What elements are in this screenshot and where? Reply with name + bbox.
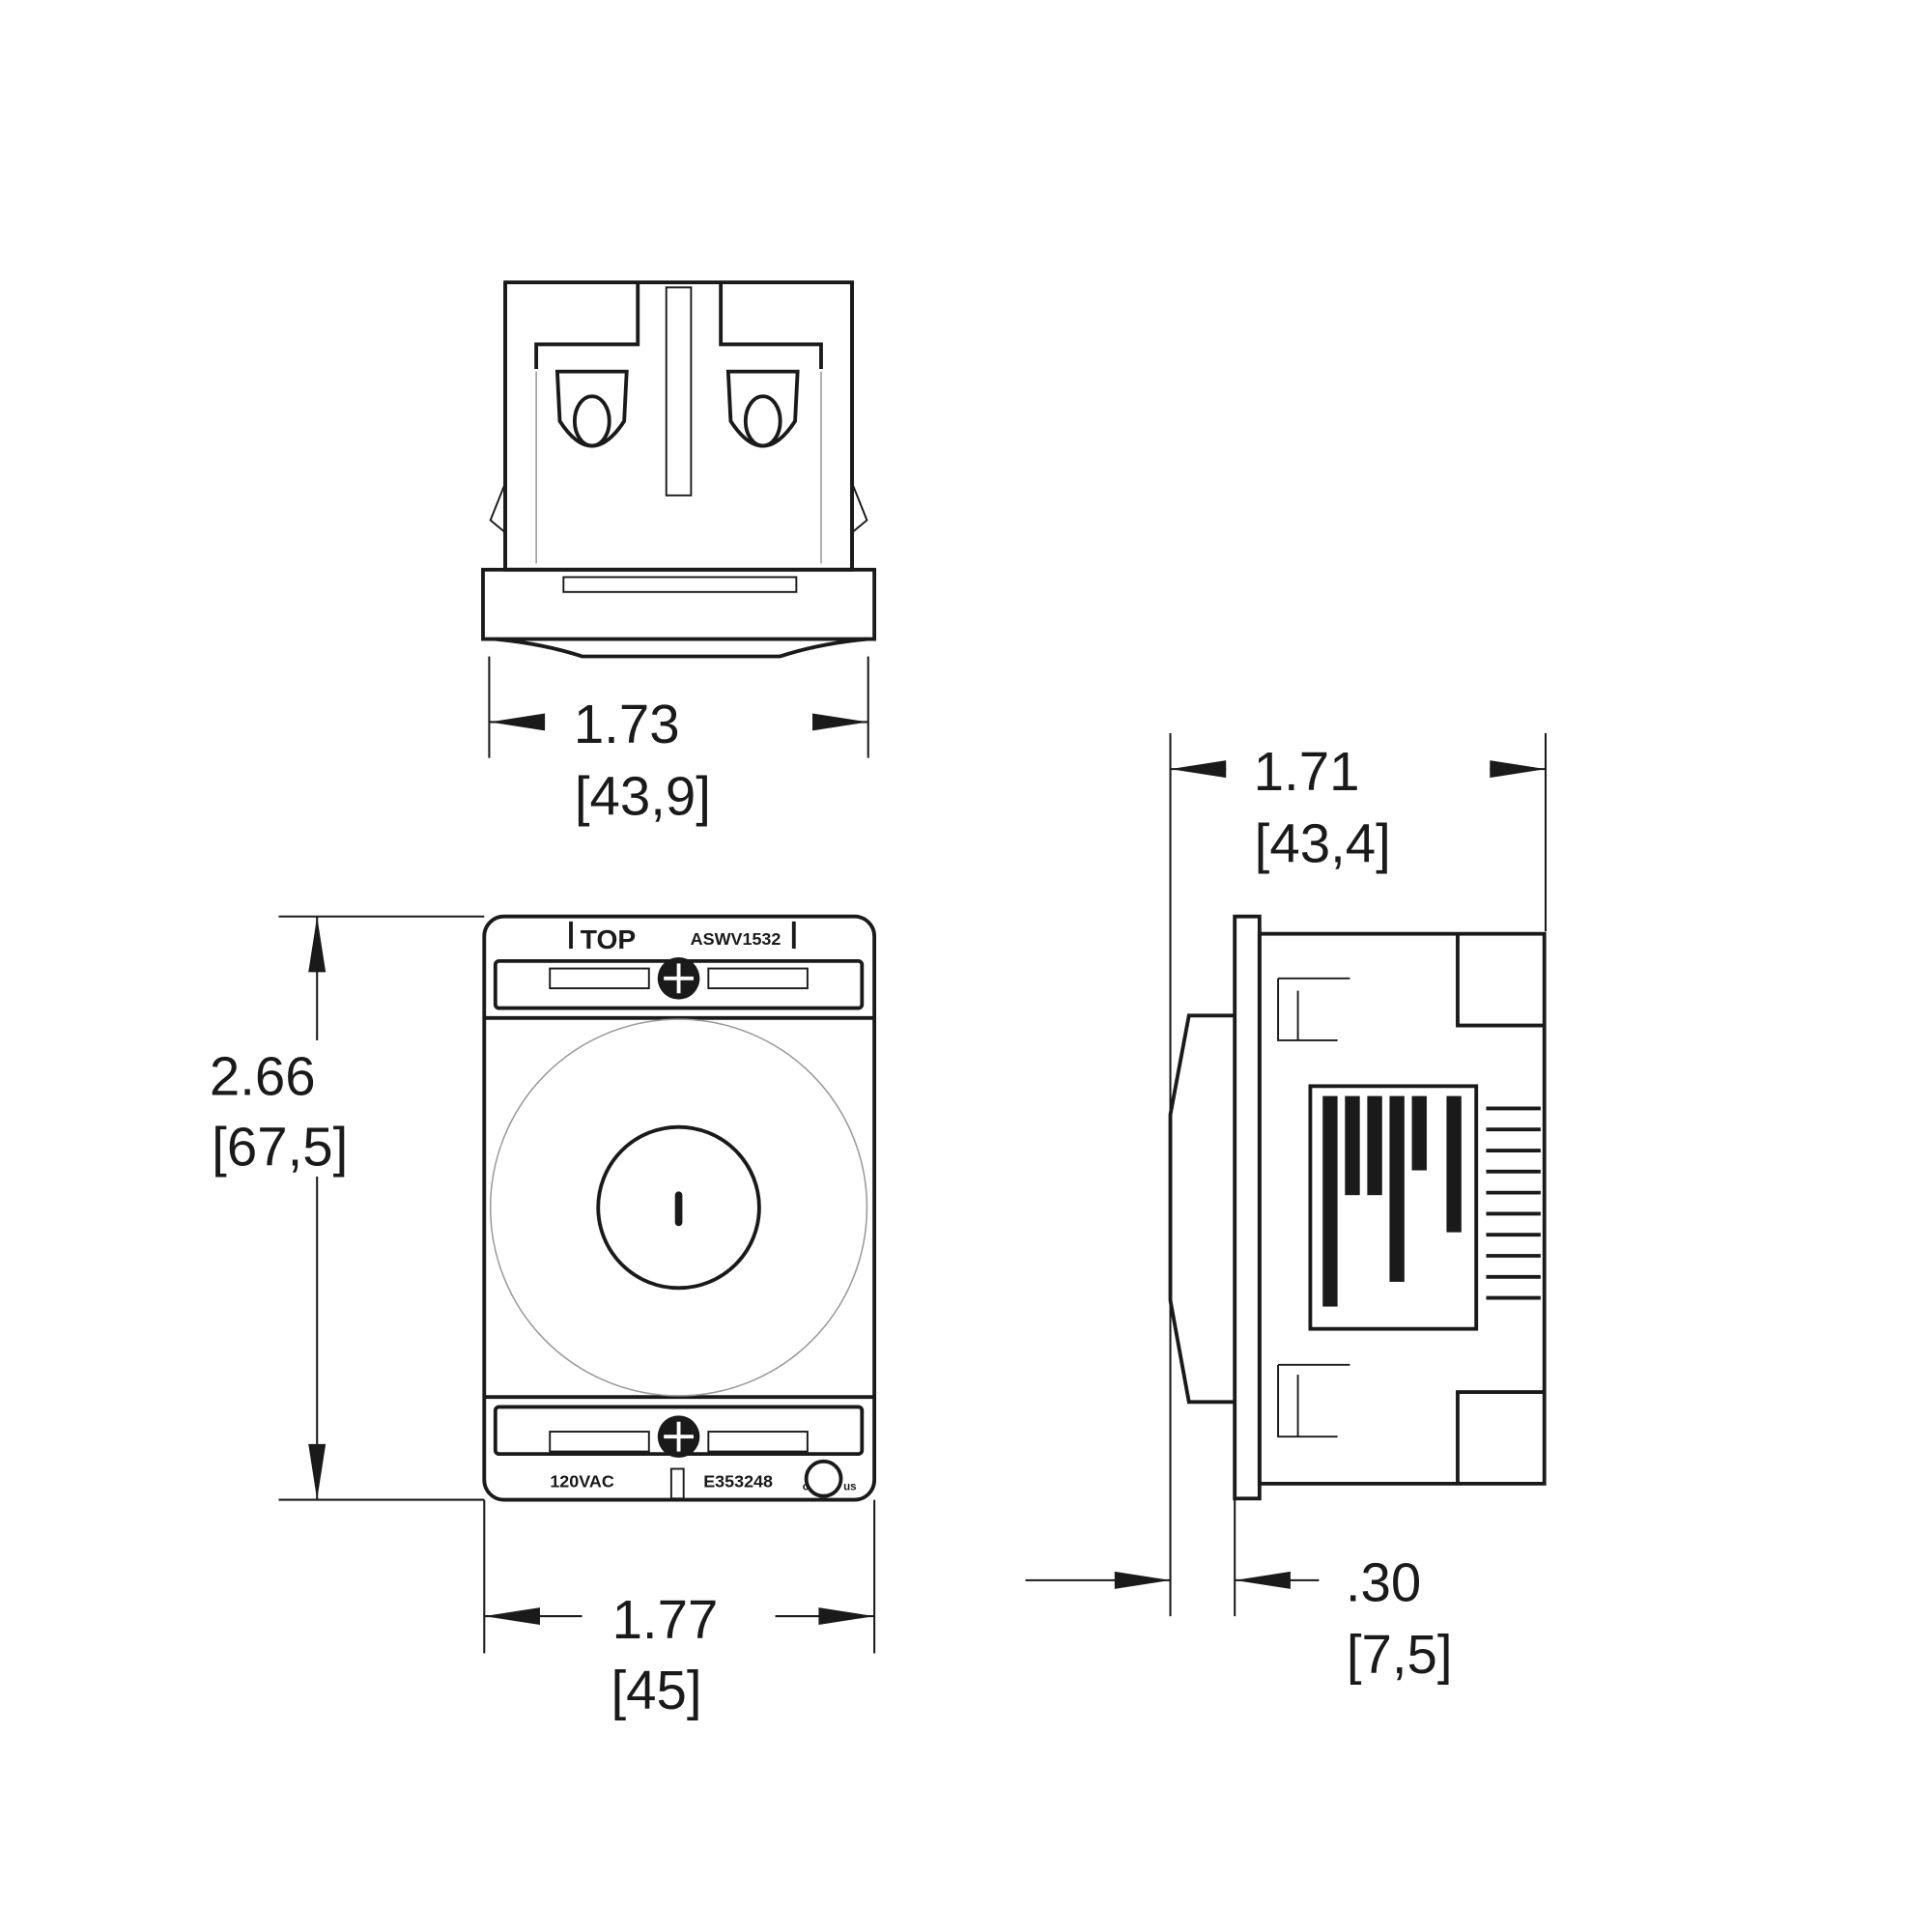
side-label bbox=[1308, 1084, 1479, 1331]
model-marking: ASWV1532 bbox=[691, 929, 781, 949]
terminal-right bbox=[725, 369, 800, 448]
dim-side-depth-mm: [43,4] bbox=[1255, 812, 1391, 873]
dimension-front-width: 1.77 [45] bbox=[483, 1499, 876, 1720]
top-view-flange bbox=[481, 567, 877, 641]
dimension-side-flange: .30 [7,5] bbox=[1025, 1498, 1453, 1685]
top-view-body bbox=[503, 280, 854, 572]
svg-text:us: us bbox=[843, 1481, 856, 1492]
top-view-slot bbox=[665, 286, 693, 497]
toggle-button[interactable] bbox=[596, 1124, 761, 1291]
ul-certification-logo: c us bbox=[803, 1459, 857, 1498]
front-view: TOP ASWV1532 120VAC E353248 c us bbox=[482, 914, 877, 1502]
side-vent-slots bbox=[1486, 1106, 1541, 1300]
dim-front-height-mm: [67,5] bbox=[212, 1116, 348, 1177]
side-flange bbox=[1233, 914, 1262, 1501]
dim-side-flange-inch: .30 bbox=[1346, 1552, 1421, 1613]
faceplate-outline bbox=[482, 914, 877, 1502]
top-marking: TOP bbox=[581, 923, 636, 954]
terminal-left bbox=[554, 369, 629, 448]
dimension-side-depth: 1.71 [43,4] bbox=[1169, 732, 1548, 1617]
top-view bbox=[481, 280, 877, 659]
side-button-profile bbox=[1168, 1013, 1236, 1405]
dim-front-width-inch: 1.77 bbox=[612, 1589, 719, 1650]
rating-marking: 120VAC bbox=[550, 1472, 614, 1492]
dimension-top-width: 1.73 [43,9] bbox=[488, 656, 869, 827]
side-view bbox=[1168, 914, 1547, 1501]
file-number-marking: E353248 bbox=[703, 1472, 773, 1492]
side-label-text-block bbox=[1322, 1095, 1462, 1307]
side-housing bbox=[1257, 931, 1547, 1486]
dim-side-flange-mm: [7,5] bbox=[1347, 1624, 1453, 1685]
dimension-front-height: 2.66 [67,5] bbox=[198, 915, 485, 1501]
dim-front-width-mm: [45] bbox=[611, 1660, 701, 1720]
dim-top-width-inch: 1.73 bbox=[574, 694, 680, 754]
dim-front-height-inch: 2.66 bbox=[210, 1045, 316, 1106]
svg-text:c: c bbox=[803, 1481, 810, 1492]
dim-side-depth-inch: 1.71 bbox=[1254, 741, 1360, 802]
dial-plate bbox=[489, 1018, 868, 1397]
dim-top-width-mm: [43,9] bbox=[575, 766, 711, 827]
